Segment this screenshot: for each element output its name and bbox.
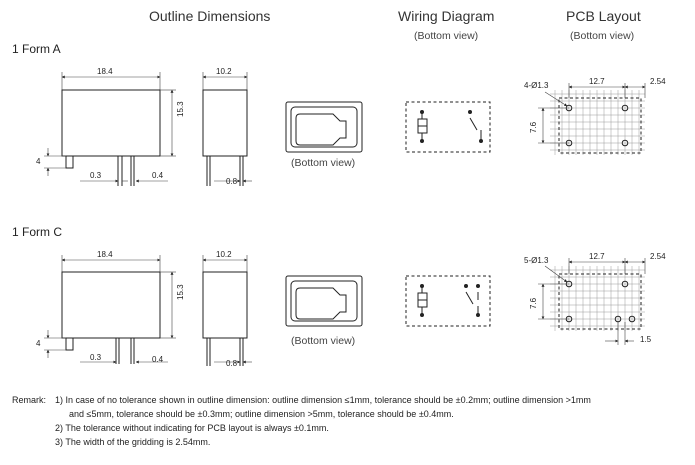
form-a-pin-b-label: 0.4	[152, 171, 164, 180]
form-a-side-view	[202, 72, 252, 186]
remark-line-4: 3) The width of the gridding is 2.54mm.	[55, 437, 211, 447]
form-c-pcb-edge-label: 2.54	[650, 252, 666, 261]
form-c-front-view	[44, 255, 176, 364]
form-a-pcb-pitch-label: 12.7	[589, 77, 605, 86]
form-a-height-label: 15.3	[176, 101, 185, 117]
form-c-pin-length-label: 4	[36, 339, 41, 348]
wiring-diagram-header: Wiring Diagram	[398, 8, 495, 24]
form-c-pin-b-label: 0.4	[152, 355, 164, 364]
form-c-pin-a-label: 0.3	[90, 353, 102, 362]
form-a-bottom-outline	[285, 101, 363, 153]
pcb-bottom-view-label: (Bottom view)	[570, 30, 635, 42]
form-a-pcb-edge-label: 2.54	[650, 77, 666, 86]
form-c-side-pin-label: 0.8	[226, 359, 238, 368]
form-c-width-label: 18.4	[97, 250, 113, 259]
form-a-pcb-hole-label: 4-Ø1.3	[524, 81, 549, 90]
form-c-pcb-layout	[538, 258, 646, 345]
form-c-side-view	[202, 255, 252, 366]
form-a-pin-length-label: 4	[36, 157, 41, 166]
remark-line-3: 2) The tolerance without indicating for …	[55, 423, 329, 433]
form-c-pcb-hole-label: 5-Ø1.3	[524, 256, 549, 265]
wiring-bottom-view-label: (Bottom view)	[414, 30, 479, 42]
outline-dimensions-header: Outline Dimensions	[149, 8, 271, 24]
form-c-height-label: 15.3	[176, 284, 185, 300]
remark-line-2: and ≤5mm, tolerance should be ±0.3mm; ou…	[69, 409, 454, 419]
form-c-wiring-diagram	[405, 275, 491, 327]
form-c-bottom-view-label: (Bottom view)	[291, 335, 356, 347]
pcb-layout-header: PCB Layout	[566, 8, 641, 24]
form-a-label: 1 Form A	[12, 42, 61, 56]
form-c-bottom-outline	[285, 275, 363, 327]
form-a-pcb-row-label: 7.6	[529, 121, 538, 133]
remark-line-1: 1) In case of no tolerance shown in outl…	[55, 395, 591, 405]
form-a-pcb-layout	[538, 83, 646, 155]
form-a-side-width-label: 10.2	[216, 67, 232, 76]
remark-prefix: Remark:	[12, 395, 47, 405]
form-a-front-view	[44, 72, 176, 186]
form-a-bottom-view-label: (Bottom view)	[291, 157, 356, 169]
form-c-pcb-row-label: 7.6	[529, 297, 538, 309]
form-a-wiring-diagram	[405, 101, 491, 153]
form-a-pin-a-label: 0.3	[90, 171, 102, 180]
form-a-side-pin-label: 0.8	[226, 177, 238, 186]
form-c-pcb-extra-label: 1.5	[640, 335, 652, 344]
form-c-side-width-label: 10.2	[216, 250, 232, 259]
form-c-pcb-pitch-label: 12.7	[589, 252, 605, 261]
form-a-width-label: 18.4	[97, 67, 113, 76]
form-c-label: 1 Form C	[12, 225, 63, 239]
